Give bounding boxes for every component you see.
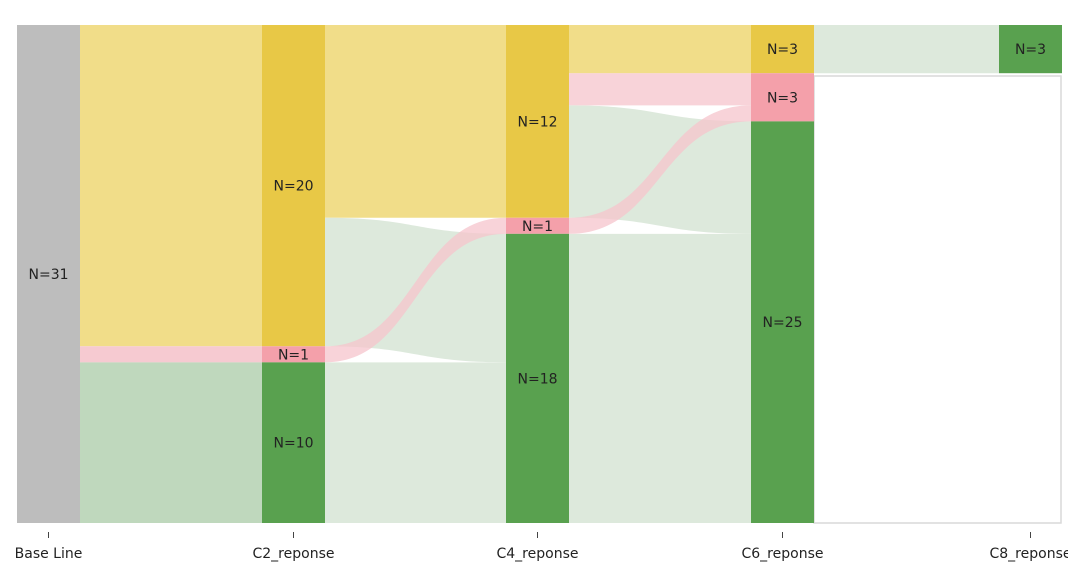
node-label-c8_resp: N=3: [1015, 42, 1046, 58]
link-c4_partial-to-c6_partial: [569, 25, 751, 74]
node-label-c4_resp: N=18: [517, 371, 557, 387]
node-label-c2_resp: N=10: [273, 436, 313, 452]
node-c2_partial: [262, 25, 325, 347]
node-c4_partial: [506, 25, 569, 218]
link-c2_non-to-c4_non: [325, 217, 506, 363]
node-label-c6_non: N=3: [767, 90, 798, 106]
node-label-c2_non: N=1: [278, 347, 309, 363]
sankey-links: [80, 25, 999, 523]
link-b-to-c2_partial: [80, 25, 262, 347]
link-c4_resp-to-c6_resp: [569, 233, 751, 523]
node-label-c6_resp: N=25: [762, 315, 802, 331]
node-b: [17, 25, 80, 523]
x-tick-label-0: Base Line: [15, 546, 83, 562]
node-label-c4_non: N=1: [522, 219, 553, 235]
node-c4_resp: [506, 233, 569, 523]
x-axis: Base Line C2_reponse C4_reponse C6_reponse C…: [15, 532, 1068, 562]
x-tick-label-2: C4_reponse: [497, 546, 579, 562]
link-b-to-c2_resp: [80, 362, 262, 523]
link-b-to-c2_non: [80, 346, 262, 363]
node-c2_non: [262, 346, 325, 363]
link-c6_partial-to-c8_resp: [814, 25, 999, 74]
node-label-b: N=31: [28, 267, 68, 283]
node-c4_non: [506, 217, 569, 234]
link-c4_partial-to-c6_non: [569, 73, 751, 106]
node-label-c4_partial: N=12: [517, 114, 557, 130]
x-tick-label-3: C6_reponse: [742, 546, 824, 562]
node-c6_non: [751, 73, 814, 122]
node-c2_resp: [262, 362, 325, 523]
node-c6_partial: [751, 25, 814, 74]
node-c6_resp: [751, 121, 814, 524]
x-tick-label-1: C2_reponse: [253, 546, 335, 562]
link-c2_resp-to-c4_resp: [325, 362, 506, 523]
x-tick-label-4: C8_reponse: [990, 546, 1068, 562]
node-label-c6_partial: N=3: [767, 42, 798, 58]
link-c2_partial-to-c4_partial: [325, 25, 506, 218]
node-label-c2_partial: N=20: [273, 179, 313, 195]
node-c8_resp: [999, 25, 1062, 74]
sankey-nodes: N=31N=20N=1N=10N=12N=1N=18N=3N=3N=25N=3: [17, 25, 1062, 524]
c6-response-region-outline: [813, 75, 1062, 524]
link-c4_non-to-c6_non: [569, 105, 751, 234]
